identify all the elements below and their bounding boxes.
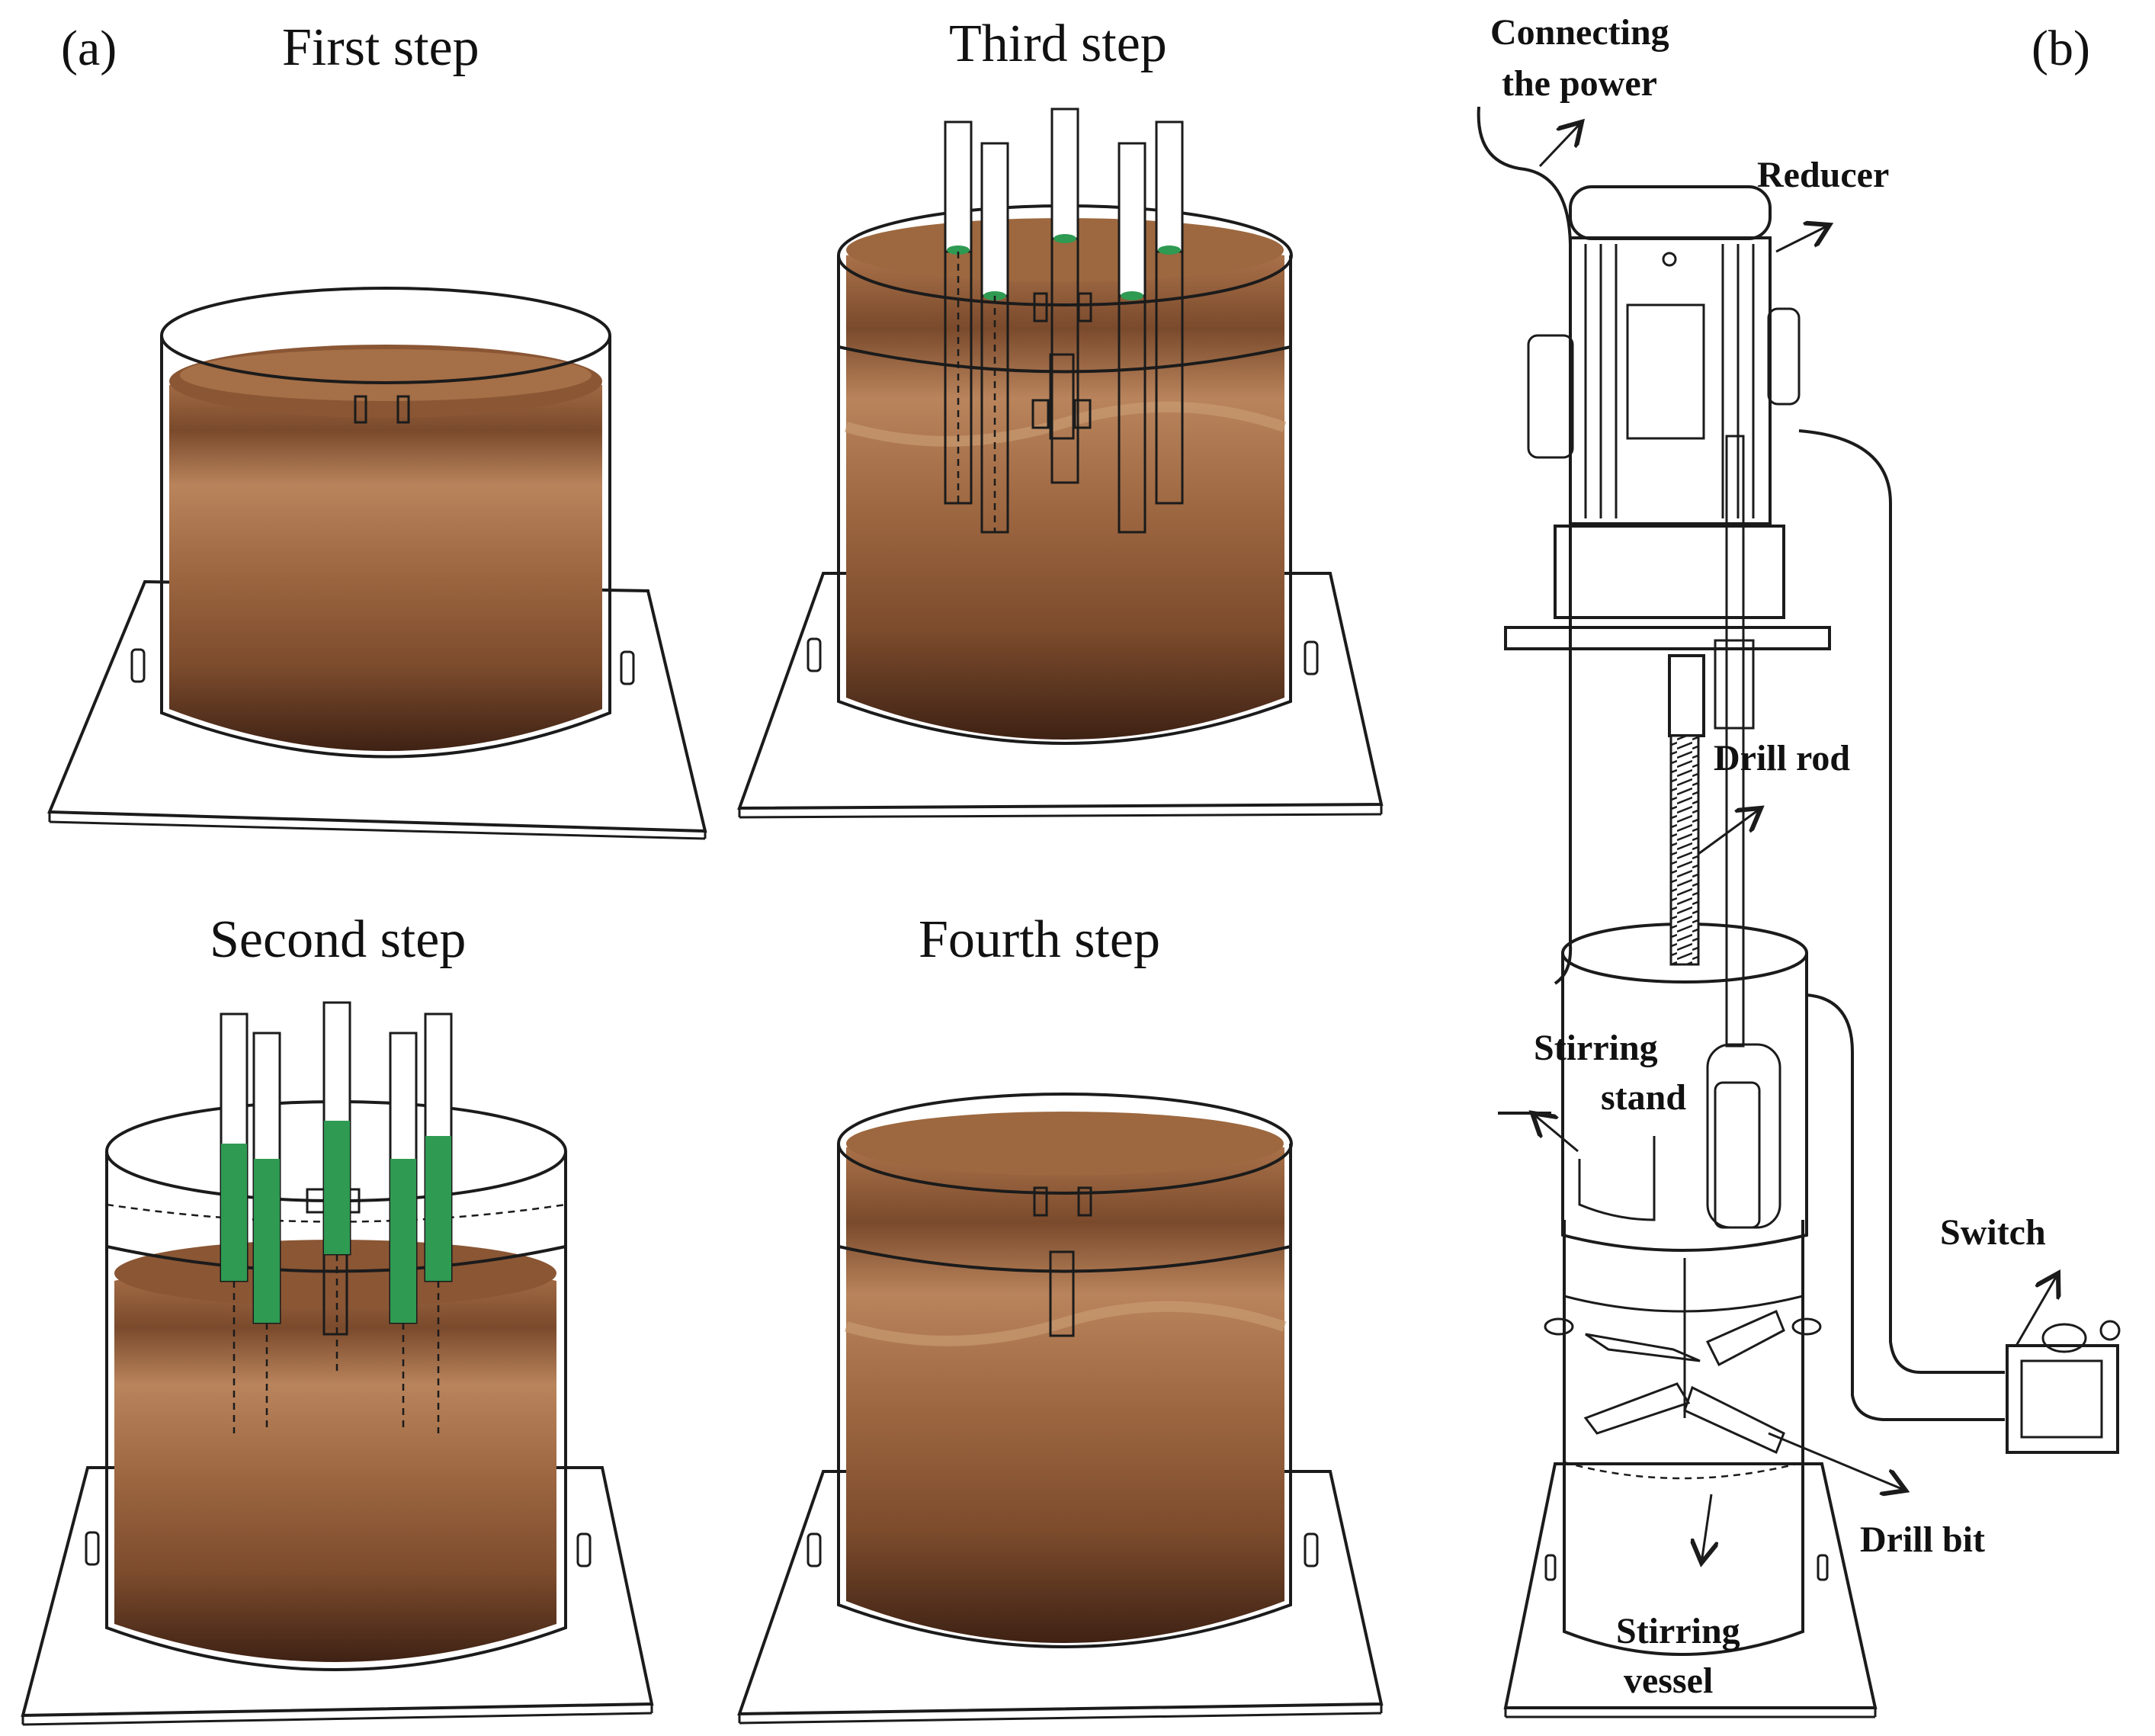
stirring-vessel-label-line1: Stirring bbox=[1616, 1611, 1740, 1651]
clamp-left bbox=[807, 1532, 822, 1568]
second-step-title: Second step bbox=[210, 910, 466, 969]
stirring-stand-label-line2: stand bbox=[1601, 1077, 1686, 1118]
soil-body bbox=[846, 238, 1284, 740]
sampling-tubes bbox=[944, 107, 1184, 534]
clamp-left bbox=[807, 637, 822, 672]
switch-label: Switch bbox=[1940, 1212, 2046, 1253]
clamp-right bbox=[620, 650, 635, 685]
fourth-step-title: Fourth step bbox=[919, 910, 1160, 969]
reducer bbox=[1569, 185, 1772, 240]
connecting-power-label-line1: Connecting bbox=[1490, 12, 1669, 53]
third-step-title: Third step bbox=[949, 14, 1167, 73]
panel-b-label: (b) bbox=[2032, 21, 2090, 76]
soil-body bbox=[169, 360, 602, 751]
second-step-vessel bbox=[21, 1001, 654, 1726]
glass-wall bbox=[837, 255, 1292, 745]
callout-arrows bbox=[1532, 122, 2058, 1563]
third-step-vessel bbox=[737, 107, 1384, 819]
glass-wall bbox=[160, 335, 611, 759]
power-cable bbox=[1477, 106, 1573, 985]
switch-cable bbox=[1798, 429, 2005, 1374]
switch-box bbox=[2006, 1344, 2119, 1454]
reducer-label: Reducer bbox=[1757, 155, 1889, 195]
stirring-stand bbox=[1561, 953, 1808, 1252]
clamp-right bbox=[1304, 640, 1319, 675]
glass-rim bbox=[160, 287, 611, 384]
drill-rod bbox=[1669, 734, 1700, 966]
motor bbox=[1569, 236, 1772, 525]
stirring-apparatus bbox=[1477, 106, 2121, 1718]
stirring-stand-label-line1: Stirring bbox=[1534, 1028, 1658, 1068]
first-step-vessel bbox=[47, 287, 707, 840]
fourth-step-vessel bbox=[737, 1093, 1384, 1725]
first-step-title: First step bbox=[282, 18, 479, 77]
glass-wall bbox=[837, 1144, 1292, 1648]
soil-body bbox=[114, 1254, 556, 1662]
clamp-left bbox=[130, 648, 146, 683]
stirring-vessel-label-line2: vessel bbox=[1624, 1661, 1713, 1701]
drill-bit-label: Drill bit bbox=[1860, 1519, 1985, 1560]
connecting-power-label-line2: the power bbox=[1502, 63, 1657, 104]
soil-body bbox=[846, 1130, 1284, 1643]
glass-wall bbox=[105, 1151, 567, 1671]
panel-a-label: (a) bbox=[61, 21, 117, 76]
clamp-right bbox=[576, 1532, 592, 1568]
drill-rod-label: Drill rod bbox=[1714, 738, 1850, 778]
clamp-right bbox=[1304, 1532, 1319, 1568]
sampling-tubes bbox=[220, 1001, 453, 1433]
drill-bit bbox=[1583, 1258, 1785, 1455]
glass-rim bbox=[837, 1093, 1293, 1195]
clamp-left bbox=[85, 1531, 100, 1566]
stirring-vessel bbox=[1563, 1220, 1804, 1656]
